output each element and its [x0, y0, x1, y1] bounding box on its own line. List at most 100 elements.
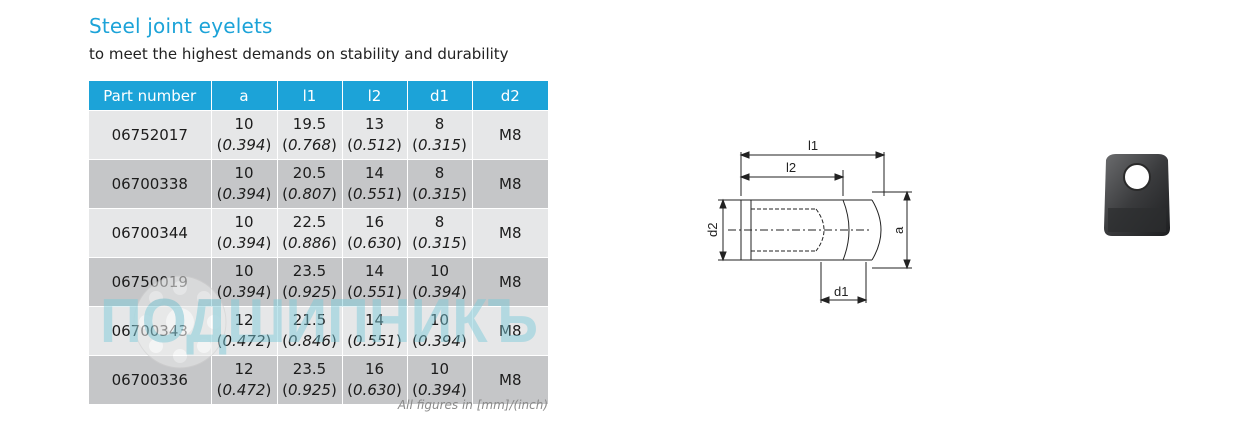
- d2-cell: M8: [472, 159, 548, 209]
- technical-drawing: l1 l2 d2 a d1: [705, 138, 912, 304]
- inch-value: 0.394: [418, 332, 461, 350]
- a-cell: 10(0.394): [211, 257, 278, 307]
- inch-value: 0.630: [353, 234, 396, 252]
- mm-value: 14: [364, 311, 385, 329]
- mm-value: 23.5: [292, 360, 327, 378]
- inch-value: 0.394: [222, 136, 266, 154]
- l2-cell: 13(0.512): [342, 110, 408, 160]
- d1-cell: 8(0.315): [407, 159, 473, 209]
- dimension-label-a: a: [891, 226, 906, 234]
- inch-value: 0.394: [418, 283, 461, 301]
- table-header-row: Part number a l1 l2 d1 d2: [89, 81, 548, 111]
- part-number-cell: 06752017: [89, 110, 212, 160]
- dimension-label-d2: d2: [705, 223, 720, 237]
- mm-value: 8: [434, 164, 445, 182]
- l2-cell: 14(0.551): [342, 257, 408, 307]
- inch-value: 0.394: [418, 381, 461, 399]
- column-header-d2: d2: [472, 81, 548, 111]
- d1-cell: 10(0.394): [407, 355, 473, 404]
- inch-value: 0.807: [288, 185, 331, 203]
- dimension-label-l2: l2: [786, 160, 796, 175]
- mm-value: 10: [234, 262, 254, 280]
- part-number-cell: 06700344: [89, 208, 212, 258]
- mm-value: 10: [234, 115, 254, 133]
- mm-value: 14: [364, 262, 385, 280]
- column-header-l2: l2: [342, 81, 408, 111]
- mm-value: 8: [434, 115, 445, 133]
- a-cell: 10(0.394): [211, 208, 278, 258]
- mm-value: 22.5: [292, 213, 327, 231]
- inch-value: 0.472: [222, 381, 266, 399]
- page-subtitle: to meet the highest demands on stability…: [89, 45, 509, 63]
- inch-value: 0.551: [353, 283, 396, 301]
- inch-value: 0.394: [222, 185, 266, 203]
- l1-cell: 23.5(0.925): [277, 355, 343, 404]
- a-cell: 12(0.472): [211, 355, 278, 404]
- inch-value: 0.315: [418, 136, 461, 154]
- mm-value: 10: [234, 213, 254, 231]
- column-header-l1: l1: [277, 81, 343, 111]
- dimension-label-l1: l1: [808, 138, 818, 153]
- inch-value: 0.394: [222, 283, 266, 301]
- a-cell: 10(0.394): [211, 159, 278, 209]
- spec-table: Part number a l1 l2 d1 d2 06752017 10(0.…: [89, 81, 548, 404]
- table-row: 06700336 12(0.472) 23.5(0.925) 16(0.630)…: [89, 355, 548, 404]
- inch-value: 0.768: [288, 136, 331, 154]
- d1-cell: 10(0.394): [407, 306, 473, 356]
- d2-cell: M8: [472, 257, 548, 307]
- part-number-cell: 06750019: [89, 257, 212, 307]
- mm-value: 20.5: [292, 164, 327, 182]
- part-number-cell: 06700336: [89, 355, 212, 404]
- l2-cell: 14(0.551): [342, 159, 408, 209]
- page-title: Steel joint eyelets: [89, 14, 273, 38]
- mm-value: 19.5: [292, 115, 327, 133]
- l1-cell: 21.5(0.846): [277, 306, 343, 356]
- l2-cell: 16(0.630): [342, 208, 408, 258]
- dimension-label-d1: d1: [834, 284, 848, 299]
- mm-value: 10: [234, 164, 254, 182]
- mm-value: 10: [429, 262, 450, 280]
- mm-value: 23.5: [292, 262, 327, 280]
- d2-cell: M8: [472, 355, 548, 404]
- d1-cell: 8(0.315): [407, 110, 473, 160]
- d2-cell: M8: [472, 110, 548, 160]
- inch-value: 0.630: [353, 381, 396, 399]
- table-row: 06752017 10(0.394) 19.5(0.768) 13(0.512)…: [89, 110, 548, 160]
- inch-value: 0.472: [222, 332, 266, 350]
- l1-cell: 20.5(0.807): [277, 159, 343, 209]
- inch-value: 0.551: [353, 332, 396, 350]
- mm-value: 14: [364, 164, 385, 182]
- column-header-part-number: Part number: [89, 81, 212, 111]
- mm-value: 12: [234, 360, 254, 378]
- a-cell: 10(0.394): [211, 110, 278, 160]
- table-row: 06700338 10(0.394) 20.5(0.807) 14(0.551)…: [89, 159, 548, 209]
- table-row: 06700343 12(0.472) 21.5(0.846) 14(0.551)…: [89, 306, 548, 356]
- mm-value: 8: [434, 213, 445, 231]
- table-row: 06750019 10(0.394) 23.5(0.925) 14(0.551)…: [89, 257, 548, 307]
- table-row: 06700344 10(0.394) 22.5(0.886) 16(0.630)…: [89, 208, 548, 258]
- a-cell: 12(0.472): [211, 306, 278, 356]
- product-photo: [1104, 154, 1170, 236]
- column-header-d1: d1: [407, 81, 473, 111]
- d1-cell: 10(0.394): [407, 257, 473, 307]
- mm-value: 10: [429, 360, 450, 378]
- d2-cell: M8: [472, 208, 548, 258]
- inch-value: 0.846: [288, 332, 331, 350]
- inch-value: 0.315: [418, 234, 461, 252]
- d1-cell: 8(0.315): [407, 208, 473, 258]
- inch-value: 0.394: [222, 234, 266, 252]
- inch-value: 0.315: [418, 185, 461, 203]
- mm-value: 12: [234, 311, 254, 329]
- part-number-cell: 06700343: [89, 306, 212, 356]
- part-number-cell: 06700338: [89, 159, 212, 209]
- inch-value: 0.551: [353, 185, 396, 203]
- inch-value: 0.886: [288, 234, 331, 252]
- inch-value: 0.925: [288, 283, 331, 301]
- mm-value: 16: [364, 213, 385, 231]
- mm-value: 16: [364, 360, 385, 378]
- mm-value: 10: [429, 311, 450, 329]
- l2-cell: 16(0.630): [342, 355, 408, 404]
- d2-cell: M8: [472, 306, 548, 356]
- l1-cell: 23.5(0.925): [277, 257, 343, 307]
- l1-cell: 22.5(0.886): [277, 208, 343, 258]
